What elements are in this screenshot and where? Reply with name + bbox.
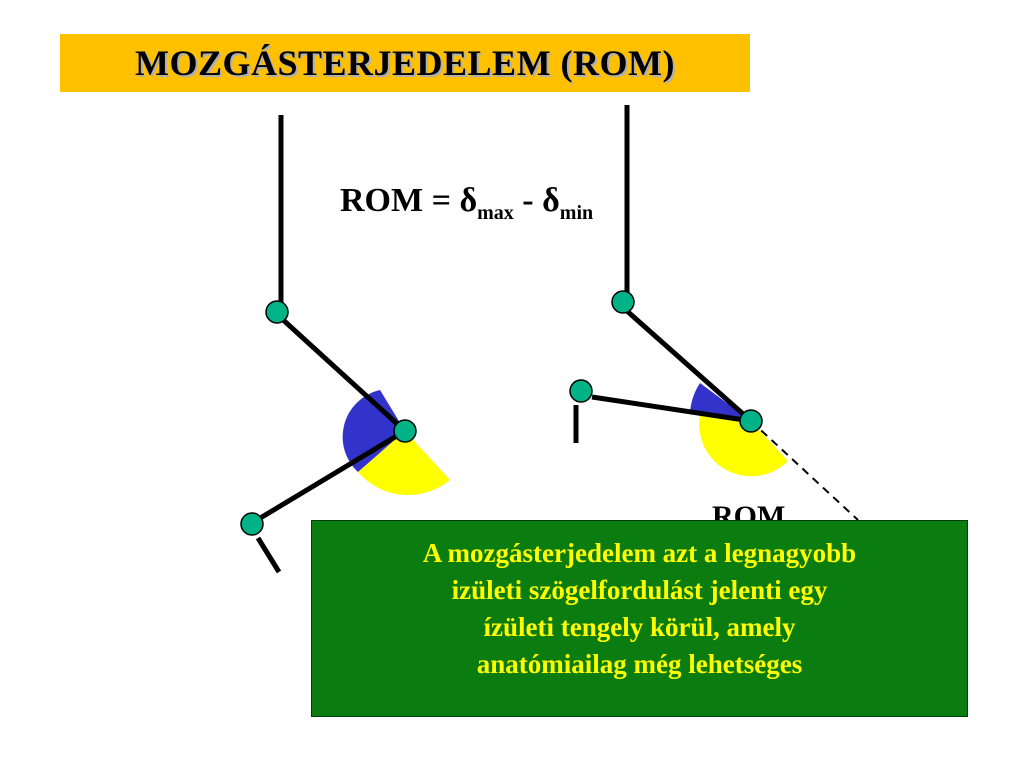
right-yellow-sector [699, 415, 788, 477]
left-yellow-sector [358, 431, 450, 496]
left-blue-sector [342, 390, 405, 472]
right-dashed-reference-line [750, 420, 859, 521]
formula-lhs: ROM = [340, 182, 460, 219]
right-joint-middle [739, 409, 763, 433]
right-joint-left [569, 379, 593, 403]
definition-line: A mozgásterjedelem azt a legnagyobb [422, 537, 857, 568]
formula-minus: - [513, 182, 543, 219]
definition-box: A mozgásterjedelem azt a legnagyobb izül… [311, 520, 968, 717]
left-limb-figure [240, 115, 450, 574]
page-title: MOZGÁSTERJEDELEM (ROM) [134, 43, 675, 83]
definition-line: ízületi tengely körül, amely [483, 611, 796, 642]
definition-text: A mozgásterjedelem azt a legnagyobb izül… [423, 535, 856, 683]
right-blue-sector [690, 383, 751, 421]
left-joint-middle [393, 419, 417, 443]
delta-symbol: δ [459, 182, 478, 219]
subscript-max: max [477, 201, 514, 224]
title-banner: MOZGÁSTERJEDELEM (ROM) [60, 34, 750, 92]
right-joint-top [611, 290, 635, 314]
left-middle-segment [279, 316, 407, 433]
right-middle-segment [625, 309, 753, 423]
left-joint-top [265, 300, 289, 324]
right-lower-segment [591, 394, 752, 424]
subscript-min: min [559, 201, 594, 224]
right-limb-figure [569, 105, 859, 521]
rom-formula: ROM = δmax - δmin [340, 182, 593, 225]
definition-line: izületi szögelfordulást jelenti egy [451, 574, 828, 605]
left-foot-segment [255, 536, 282, 574]
delta-symbol: δ [542, 182, 560, 219]
left-joint-bottom [240, 512, 264, 536]
definition-line: anatómiailag még lehetséges [476, 648, 803, 679]
left-lower-segment [255, 428, 407, 523]
